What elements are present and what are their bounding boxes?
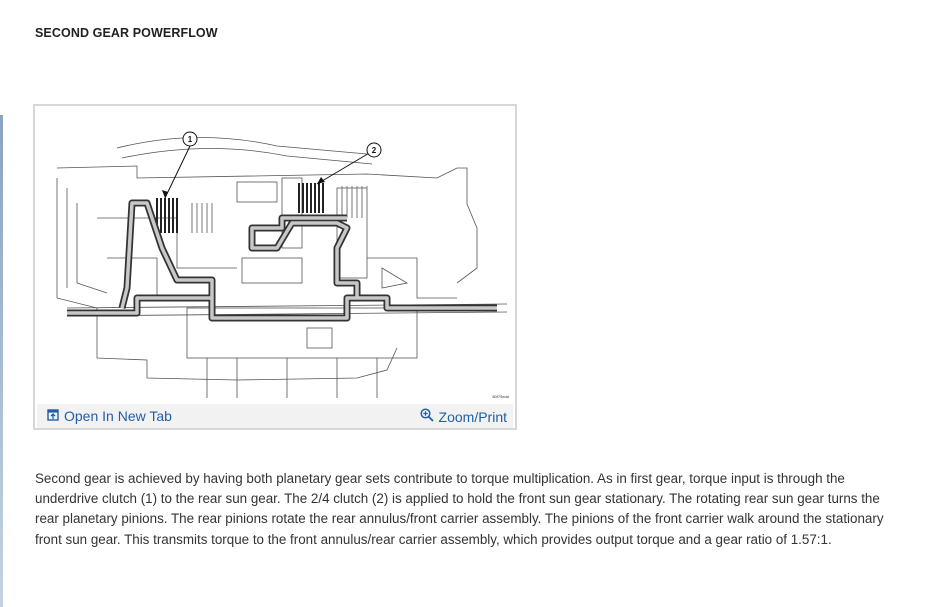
- figure-container: 1 2 80f79edd Open In New Tab: [33, 104, 517, 430]
- open-in-new-tab-link[interactable]: Open In New Tab: [47, 408, 172, 424]
- page-title: SECOND GEAR POWERFLOW: [35, 26, 218, 40]
- body-paragraph: Second gear is achieved by having both p…: [35, 471, 884, 547]
- zoom-print-link[interactable]: Zoom/Print: [419, 408, 507, 425]
- callout-1: 1: [188, 135, 193, 144]
- callout-2: 2: [372, 146, 377, 155]
- powerflow-diagram[interactable]: 1 2: [37, 108, 513, 404]
- zoom-print-label: Zoom/Print: [438, 408, 507, 425]
- image-code: 80f79edd: [492, 394, 509, 399]
- open-in-new-tab-icon: [47, 408, 59, 424]
- open-in-new-tab-label: Open In New Tab: [64, 408, 172, 424]
- zoom-in-icon: [419, 408, 434, 425]
- figure-toolbar: Open In New Tab Zoom/Print: [37, 404, 513, 428]
- left-edge-bar: [0, 115, 3, 607]
